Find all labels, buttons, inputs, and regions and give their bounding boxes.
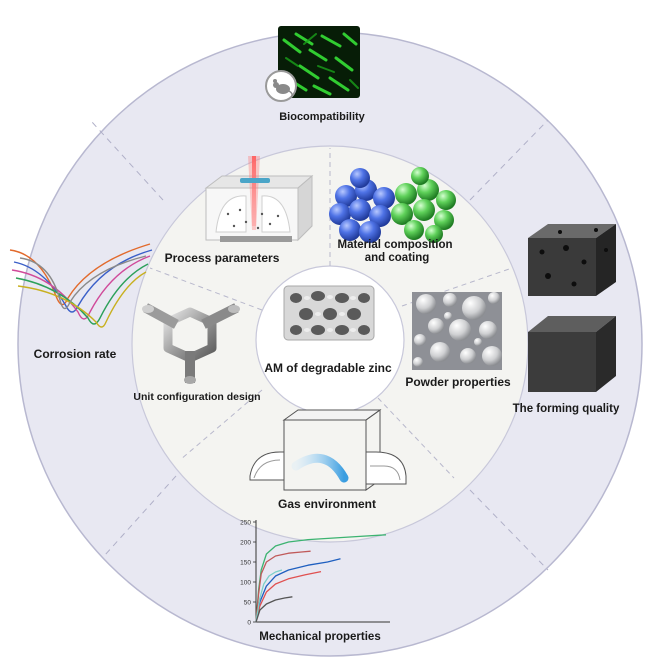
unit-configuration-label: Unit configuration design [133,391,260,403]
chart-y-tick-label: 200 [240,540,251,547]
mechanical-properties-chart: 0 50 100 150 200 250 [240,520,390,627]
material-composition-image [329,167,456,243]
chart-y-tick-label: 100 [240,580,251,587]
process-parameters-label: Process parameters [165,251,280,265]
chart-y-tick-label: 50 [244,600,252,607]
forming-quality-cube-porous [528,224,616,296]
mechanical-properties-label: Mechanical properties [259,631,380,643]
corrosion-rate-image [9,243,153,328]
powder-properties-label: Powder properties [405,375,511,389]
outer-separators [91,119,549,571]
material-composition-label-line2: and coating [365,252,430,264]
material-composition-label-line1: Material composition [337,239,452,251]
powder-properties-image [412,292,502,370]
gas-environment-image [249,409,407,491]
forming-quality-cube-dense [528,316,616,392]
zinc-scaffold-image [283,285,375,341]
unit-configuration-image [142,303,240,384]
chart-y-tick-label: 150 [240,560,251,567]
biocompatibility-image [278,26,360,98]
chart-y-tick-label: 250 [240,520,251,527]
process-parameters-image [204,156,314,242]
chart-series-line-6 [255,596,293,623]
chart-series-line-3 [255,558,341,623]
gas-environment-label: Gas environment [278,497,376,511]
chart-y-tick-label: 0 [247,620,251,627]
biocompatibility-label: Biocompatibility [279,111,365,123]
chart-series-line-5 [255,569,283,623]
chart-series-line-4 [255,570,322,623]
forming-quality-label: The forming quality [513,403,620,415]
mouse-icon [265,70,297,102]
corrosion-rate-label: Corrosion rate [34,347,117,361]
chart-series-line-2 [255,550,311,623]
center-label: AM of degradable zinc [264,361,392,375]
